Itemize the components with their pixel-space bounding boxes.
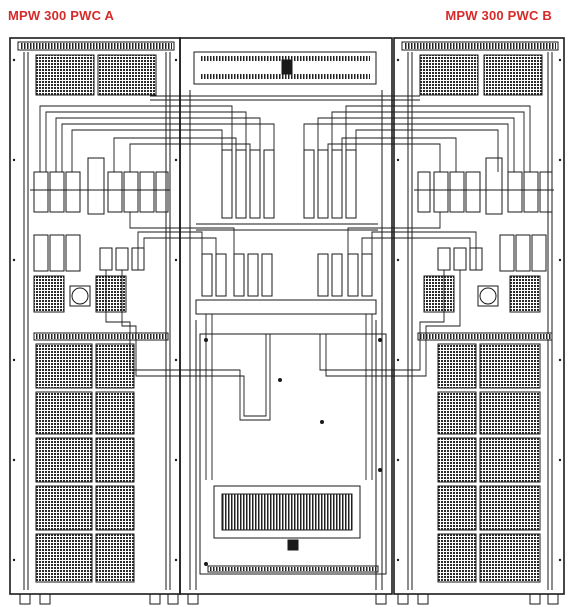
fan-grille — [35, 54, 95, 96]
busbar-group — [195, 253, 377, 315]
fan-grille — [509, 275, 541, 313]
cabinet-b — [393, 37, 565, 605]
fan-grille — [95, 275, 127, 313]
fan-grille — [97, 54, 157, 96]
bottom-vent — [213, 485, 361, 539]
fan-grille — [423, 275, 455, 313]
breaker-row — [33, 234, 145, 272]
fan-grille — [419, 54, 479, 96]
access-panel — [199, 333, 387, 575]
breaker-row — [30, 157, 170, 215]
fan-grid-a — [35, 343, 135, 583]
busbar-group — [221, 149, 357, 219]
fan-grille — [33, 275, 65, 313]
unit-a-title: MPW 300 PWC A — [8, 8, 115, 23]
center-section — [179, 37, 393, 605]
breaker-row — [437, 234, 547, 272]
frame-rivets — [12, 58, 562, 562]
fan-grid-b — [437, 343, 541, 583]
breaker-row — [414, 157, 554, 215]
cable-routing — [39, 95, 531, 480]
unit-b-title: MPW 300 PWC B — [445, 8, 552, 23]
cabinet-a — [9, 37, 181, 605]
fan-grille — [483, 54, 543, 96]
